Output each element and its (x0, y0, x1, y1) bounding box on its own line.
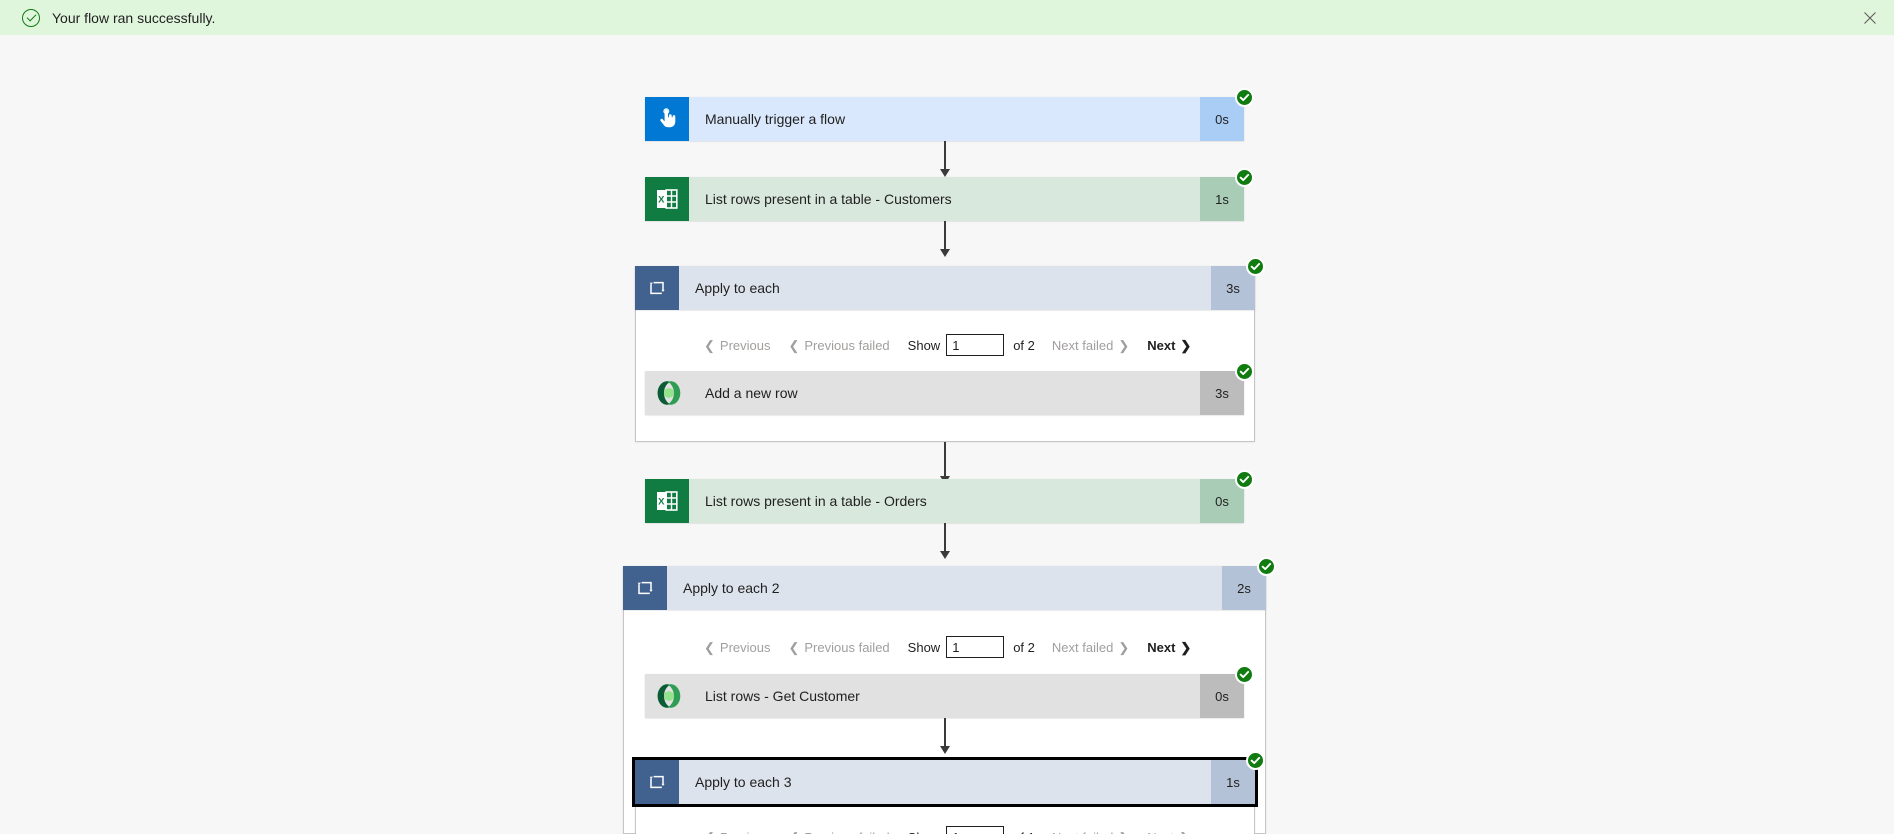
page-total-label: of 1 (1004, 830, 1043, 834)
previous-label: Previous (720, 830, 771, 834)
flow-node-title: List rows present in a table - Orders (705, 493, 927, 509)
success-banner: Your flow ran successfully. (0, 0, 1894, 35)
chevron-left-icon: ❮ (788, 831, 799, 834)
previous-button[interactable]: ❮ Previous (695, 640, 779, 655)
flow-node-title: Add a new row (705, 385, 798, 401)
flow-run-canvas: Manually trigger a flow 0s X List rows p… (0, 35, 1894, 834)
page-number-input[interactable] (946, 636, 1005, 658)
flow-node-trigger[interactable]: Manually trigger a flow 0s (645, 88, 1254, 141)
excel-icon: X (645, 177, 689, 221)
chevron-right-icon: ❯ (1118, 639, 1130, 655)
page-total-label: of 2 (1013, 337, 1035, 353)
chevron-left-icon: ❮ (788, 639, 800, 655)
chevron-left-icon: ❮ (788, 337, 800, 353)
previous-failed-button[interactable]: ❮ Previous failed (779, 338, 898, 353)
flow-node-duration: 3s (1211, 266, 1255, 310)
previous-button[interactable]: ❮ Previous (695, 830, 779, 834)
previous-failed-button[interactable]: ❮ Previous failed (779, 830, 898, 834)
pager-apply-to-each-3: ❮ Previous ❮ Previous failed Show of 1 N… (695, 822, 1199, 834)
next-failed-label: Next failed (1052, 830, 1113, 834)
flow-node-duration: 0s (1200, 479, 1244, 523)
flow-node-duration: 1s (1200, 177, 1244, 221)
flow-node-title: List rows present in a table - Customers (705, 191, 952, 207)
status-badge-succeeded (1235, 88, 1254, 107)
previous-label: Previous (719, 337, 771, 353)
flow-node-title: Manually trigger a flow (705, 111, 846, 127)
flow-node-title: List rows - Get Customer (705, 688, 860, 704)
flow-node-title: Apply to each 2 (683, 580, 780, 596)
flow-node-duration: 1s (1211, 760, 1255, 804)
chevron-left-icon: ❮ (704, 831, 715, 834)
page-number-input[interactable] (946, 334, 1005, 356)
flow-node-title: Apply to each (695, 280, 780, 296)
next-button[interactable]: Next ❯ (1138, 830, 1199, 834)
status-badge-succeeded (1235, 470, 1254, 489)
loop-icon (635, 760, 679, 804)
pager-apply-to-each: ❮ Previous ❮ Previous failed Show of 2 N… (695, 330, 1200, 360)
chevron-left-icon: ❮ (704, 639, 715, 655)
chevron-right-icon: ❯ (1180, 337, 1192, 353)
dataverse-icon (645, 371, 689, 415)
status-badge-succeeded (1235, 168, 1254, 187)
status-badge-succeeded (1235, 665, 1254, 684)
status-badge-succeeded (1246, 257, 1265, 276)
hand-pointer-icon (645, 97, 689, 141)
show-label: Show (907, 337, 941, 353)
next-label: Next (1147, 337, 1176, 353)
dataverse-icon (645, 674, 689, 718)
previous-failed-label: Previous failed (804, 639, 890, 655)
flow-node-duration: 2s (1222, 566, 1266, 610)
next-failed-button[interactable]: Next failed ❯ (1043, 640, 1138, 655)
excel-icon: X (645, 479, 689, 523)
banner-message: Your flow ran successfully. (52, 9, 216, 26)
flow-node-list-customers[interactable]: X List rows present in a table - Custome… (645, 168, 1254, 221)
next-failed-button[interactable]: Next failed ❯ (1043, 338, 1138, 353)
close-icon[interactable] (1860, 8, 1880, 28)
flow-node-duration: 0s (1200, 97, 1244, 141)
flow-node-apply-to-each[interactable]: Apply to each 3s (635, 257, 1265, 310)
flow-node-list-orders[interactable]: X List rows present in a table - Orders … (645, 470, 1254, 523)
previous-button[interactable]: ❮ Previous (695, 338, 779, 353)
page-number-input[interactable] (946, 826, 1005, 834)
next-label: Next (1147, 830, 1174, 834)
next-label: Next (1147, 639, 1176, 655)
flow-node-duration: 0s (1200, 674, 1244, 718)
chevron-right-icon: ❯ (1180, 639, 1192, 655)
previous-failed-label: Previous failed (804, 337, 890, 353)
chevron-right-icon: ❯ (1118, 831, 1129, 834)
next-button[interactable]: Next ❯ (1138, 338, 1200, 353)
next-failed-label: Next failed (1051, 639, 1114, 655)
next-button[interactable]: Next ❯ (1138, 640, 1200, 655)
previous-failed-label: Previous failed (804, 830, 889, 834)
pager-apply-to-each-2: ❮ Previous ❮ Previous failed Show of 2 N… (695, 632, 1200, 662)
svg-text:X: X (658, 195, 665, 206)
loop-icon (623, 566, 667, 610)
show-label: Show (907, 639, 941, 655)
previous-failed-button[interactable]: ❮ Previous failed (779, 640, 898, 655)
flow-node-add-a-new-row[interactable]: Add a new row 3s (645, 362, 1254, 415)
svg-text:X: X (658, 497, 665, 508)
chevron-right-icon: ❯ (1179, 831, 1190, 834)
previous-label: Previous (719, 639, 771, 655)
flow-node-apply-to-each-2[interactable]: Apply to each 2 2s (623, 557, 1276, 610)
next-failed-label: Next failed (1051, 337, 1114, 353)
flow-node-list-rows-get-customer[interactable]: List rows - Get Customer 0s (645, 665, 1254, 718)
flow-node-title: Apply to each 3 (695, 774, 792, 790)
flow-node-apply-to-each-3[interactable]: Apply to each 3 1s (632, 751, 1265, 807)
chevron-left-icon: ❮ (704, 337, 715, 353)
show-label: Show (899, 830, 947, 834)
page-total-label: of 2 (1013, 639, 1035, 655)
flow-node-duration: 3s (1200, 371, 1244, 415)
status-badge-succeeded (1257, 557, 1276, 576)
next-failed-button[interactable]: Next failed ❯ (1043, 830, 1138, 834)
status-badge-succeeded (1235, 362, 1254, 381)
chevron-right-icon: ❯ (1118, 337, 1130, 353)
status-badge-succeeded (1246, 751, 1265, 770)
loop-icon (635, 266, 679, 310)
check-circle-icon (22, 8, 40, 27)
